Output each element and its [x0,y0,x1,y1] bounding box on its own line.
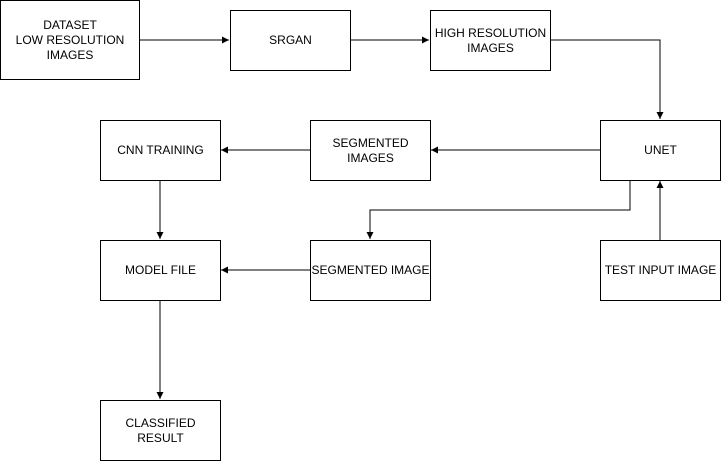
node-classified-label: CLASSIFIED RESULT [125,415,196,445]
node-cnn-training-label: CNN TRAINING [117,143,204,157]
node-segmented-images: SEGMENTED IMAGES [310,120,431,181]
node-srgan-label: SRGAN [269,33,312,47]
node-dataset: DATASET LOW RESOLUTION IMAGES [0,0,140,80]
node-test-input: TEST INPUT IMAGE [600,240,721,301]
node-dataset-label: DATASET LOW RESOLUTION IMAGES [15,17,125,62]
node-srgan: SRGAN [230,10,351,71]
node-test-input-label: TEST INPUT IMAGE [604,263,717,277]
edge-high-res-to-unet [550,39,664,119]
node-segmented-images-label: SEGMENTED IMAGES [332,135,409,165]
node-segmented-image-label: SEGMENTED IMAGE [311,263,430,277]
node-high-res: HIGH RESOLUTION IMAGES [430,10,551,71]
node-unet: UNET [600,120,721,181]
node-segmented-image: SEGMENTED IMAGE [310,240,431,301]
node-cnn-training: CNN TRAINING [100,120,221,181]
node-unet-label: UNET [644,143,677,157]
node-model-file: MODEL FILE [100,240,221,301]
node-model-file-label: MODEL FILE [125,263,196,277]
node-high-res-label: HIGH RESOLUTION IMAGES [434,25,547,55]
node-classified: CLASSIFIED RESULT [100,400,221,461]
edge-unet-to-segmented-image [366,180,631,239]
